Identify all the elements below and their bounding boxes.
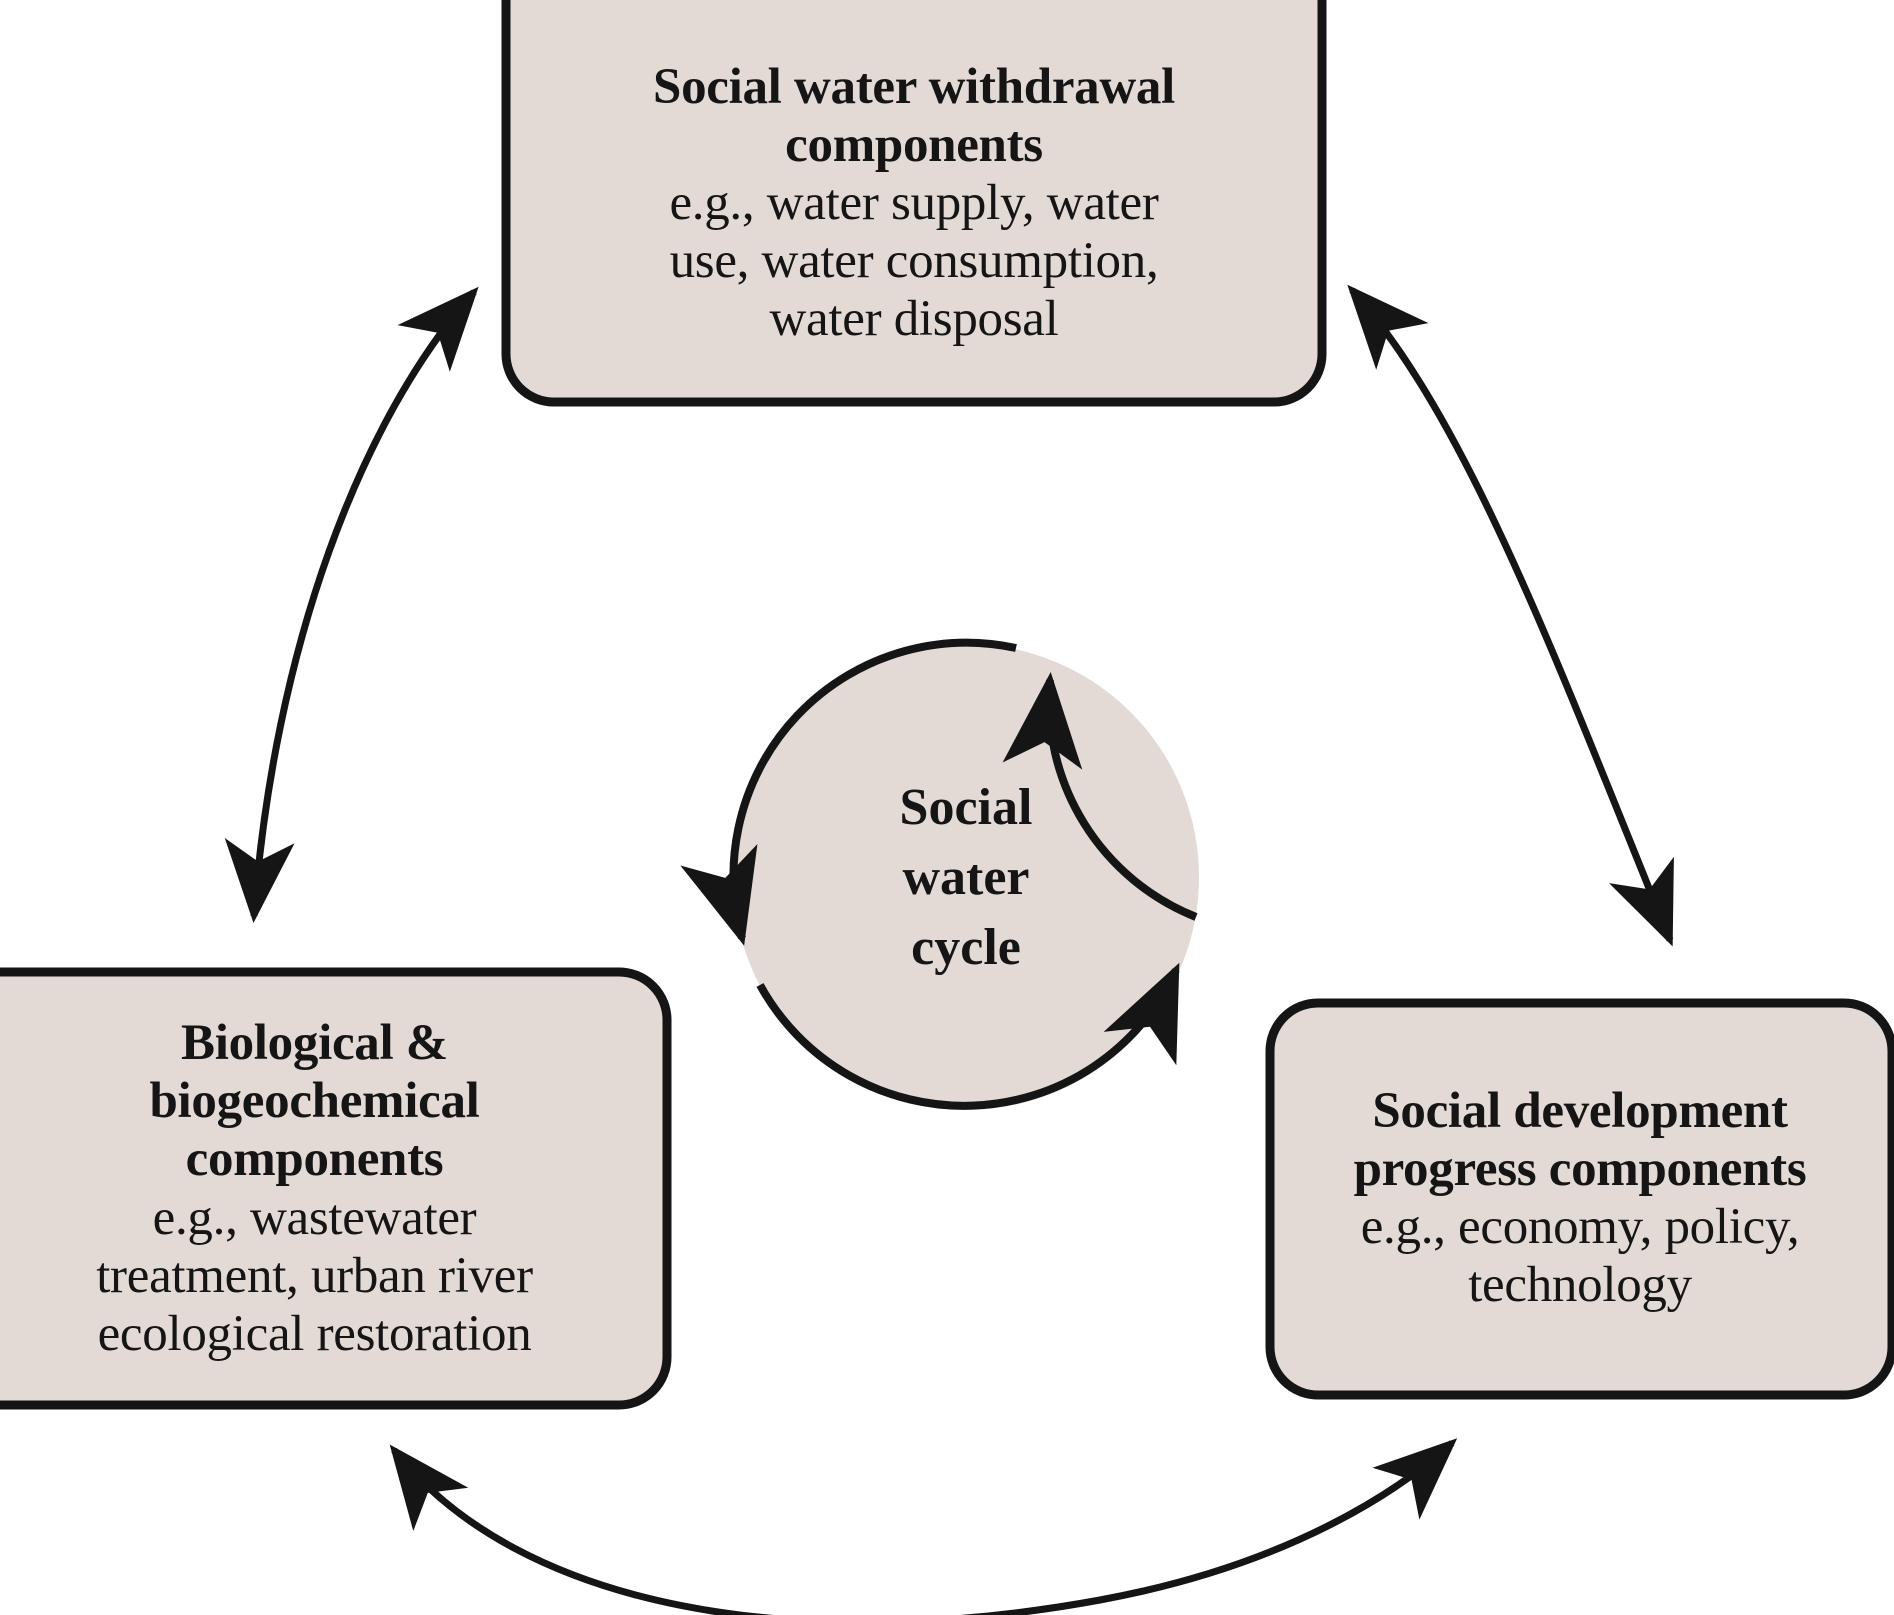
node-box-right — [1265, 998, 1894, 1400]
hub-label-line: cycle — [911, 918, 1021, 976]
hub-label-line: Social — [899, 779, 1033, 837]
hub-arc-left — [680, 638, 1017, 946]
hub-arc-bottom — [756, 962, 1180, 1110]
connector-top-left-arc — [224, 286, 479, 923]
connector-top-right-arc — [1347, 284, 1674, 947]
hub-circle — [733, 644, 1199, 1110]
connector-bottom-arc — [389, 1438, 1458, 1615]
hub-arc-top — [1002, 672, 1198, 921]
node-box-left — [0, 967, 672, 1410]
hub-label-social-water-cycle: Social water cycle — [733, 645, 1199, 1111]
hub-label-line: water — [902, 849, 1030, 907]
node-box-top — [501, 0, 1327, 407]
